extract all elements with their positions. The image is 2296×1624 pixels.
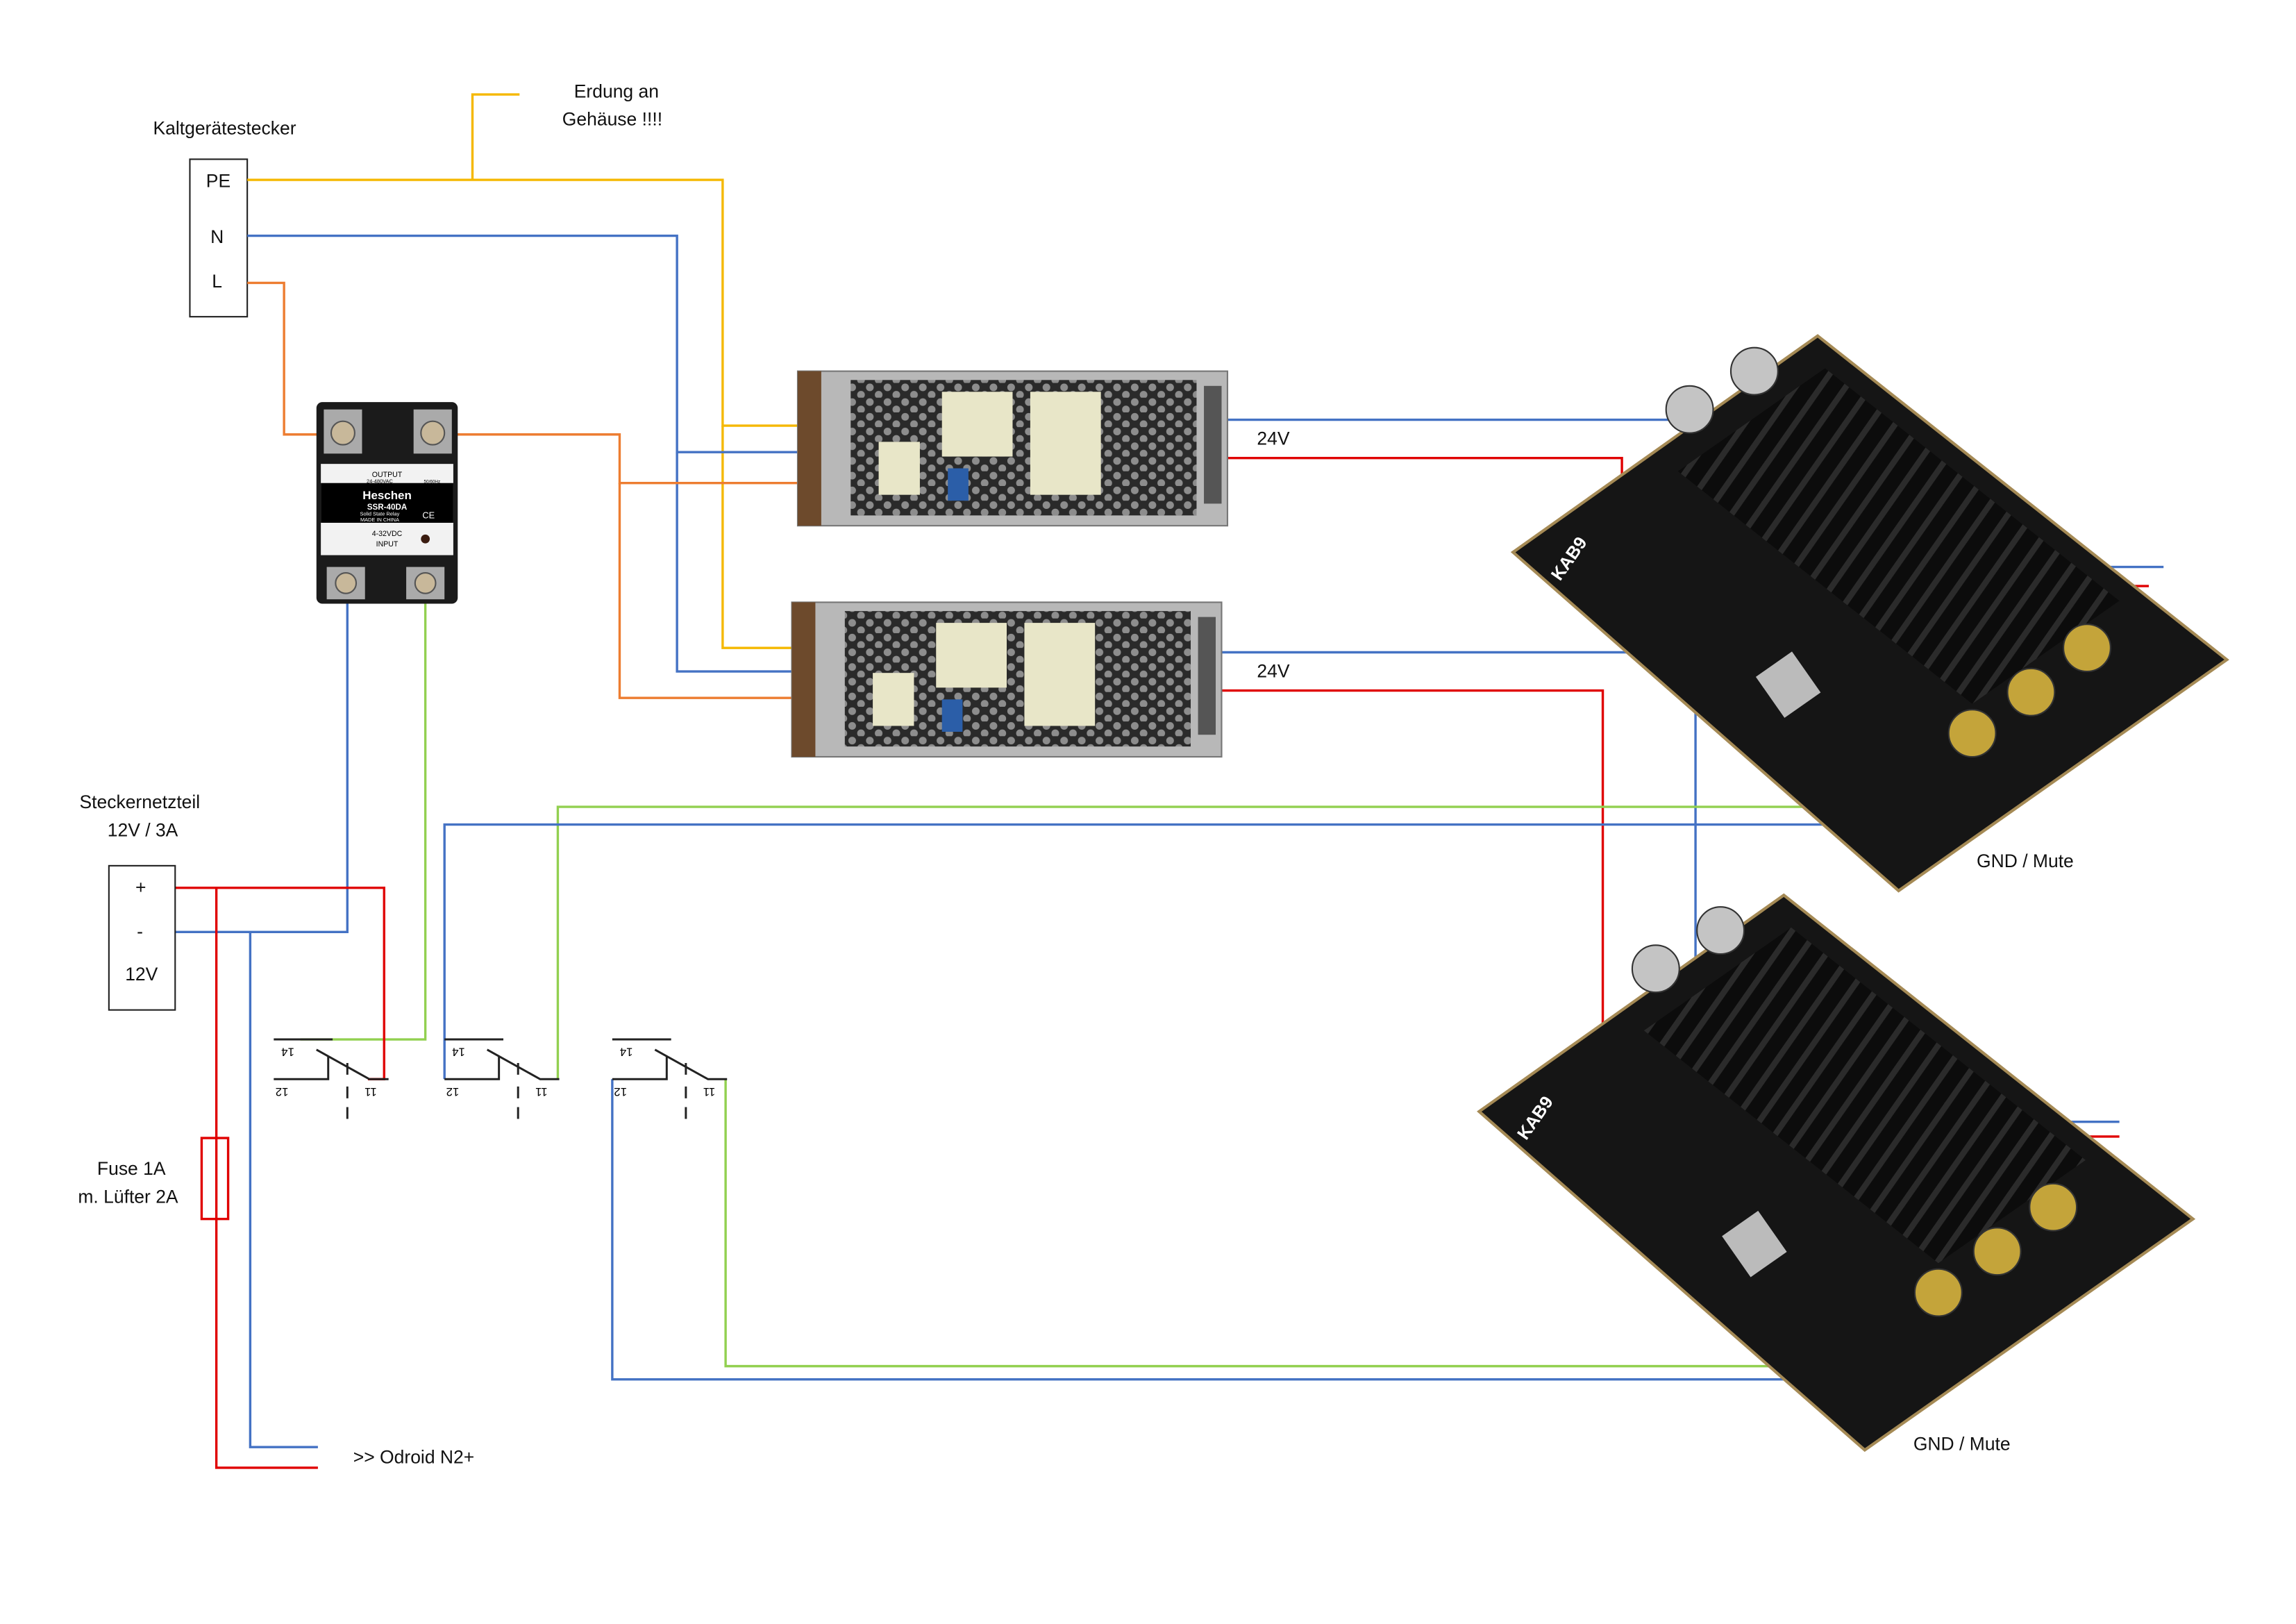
psu-1: 24V [796,370,1290,527]
ssr-output-range: 24-480VAC [367,478,393,485]
relay-terminal-11: 11 [364,1085,377,1098]
ssr-type: Solid State Relay [360,510,400,517]
ssr-brand: Heschen [362,489,412,502]
odroid-label: >> Odroid N2+ [353,1447,474,1468]
relay-terminal-12: 12 [614,1085,627,1098]
amp1-mute-label: GND / Mute [1977,851,2074,871]
odroid-pos [215,887,318,1469]
relay-terminal-11: 11 [703,1085,716,1098]
psu1-voltage: 24V [1257,428,1289,449]
mute2-gnd [611,1079,1892,1381]
amplifier-board-2: KAB9 GND / Mute [1477,893,2196,1454]
mute1-sig [556,805,1929,1080]
pe-wire-psu2 [721,426,792,649]
connector-title: Kaltgerätestecker [153,117,296,138]
fuse-label-2: m. Lüfter 2A [78,1186,178,1207]
plug-psu-voltage: 12V [125,964,158,985]
live-wire-out [431,433,798,485]
relay-terminal-12: 12 [446,1085,460,1098]
fuse-label-1: Fuse 1A [97,1158,166,1179]
plug-psu-title: Steckernetzteil [79,792,200,812]
solid-state-relay: OUTPUT 24-480VAC 50/60Hz Heschen SSR-40D… [316,402,458,604]
plug-psu-plus: + [135,877,146,898]
mute1-gnd [443,823,1929,1080]
ssr-ce: CE [422,510,435,521]
live-wire-in [247,281,339,436]
plug-power-supply: Steckernetzteil 12V / 3A + - 12V [79,792,200,1011]
neutral-wire-psu2 [676,452,792,673]
ssr-model: SSR-40DA [367,503,408,512]
relay-switch: 14 12 11 [274,1038,389,1119]
neutral-wire [247,234,798,453]
relay-terminal-12: 12 [276,1085,289,1098]
psu-2: 24V [791,601,1290,758]
fuse [200,1137,230,1221]
pin-l: L [212,271,222,292]
ssr-input-range: 4-32VDC [372,530,403,538]
plug-psu-minus: - [137,921,143,942]
pin-n: N [210,226,224,247]
ground-note-1: Erdung an [574,81,659,101]
ssr-origin: MADE IN CHINA [360,517,399,523]
amplifier-board-1: KAB9 GND / Mute [1510,334,2229,893]
ssr-freq: 50/60Hz [424,480,441,485]
ssr-input-neg [175,586,349,933]
relay-terminal-14: 14 [452,1046,465,1059]
ssr-input: INPUT [376,540,399,549]
ground-note-2: Gehäuse !!!! [562,109,662,130]
plus-12v [175,886,385,1080]
relay-terminal-11: 11 [535,1085,548,1098]
pe-wire [247,178,798,427]
odroid-neg [249,932,318,1448]
relay-terminal-14: 14 [281,1046,294,1059]
amp2-mute-label: GND / Mute [1913,1433,2011,1454]
pe-ground-wire [471,93,520,181]
iec-connector: Kaltgerätestecker PE N L [153,117,296,318]
live-wire-psu2 [618,483,792,699]
relay-switch: 14 12 11 [612,1038,728,1119]
mute2-sig [724,1079,1892,1368]
pin-pe: PE [206,171,231,192]
ssr-output: OUTPUT [372,471,403,479]
relay-terminal-14: 14 [620,1046,633,1059]
relay-switch: 14 12 11 [444,1038,560,1119]
ssr-input-pos [300,586,427,1041]
plug-psu-rating: 12V / 3A [108,819,178,840]
psu2-voltage: 24V [1257,661,1289,682]
